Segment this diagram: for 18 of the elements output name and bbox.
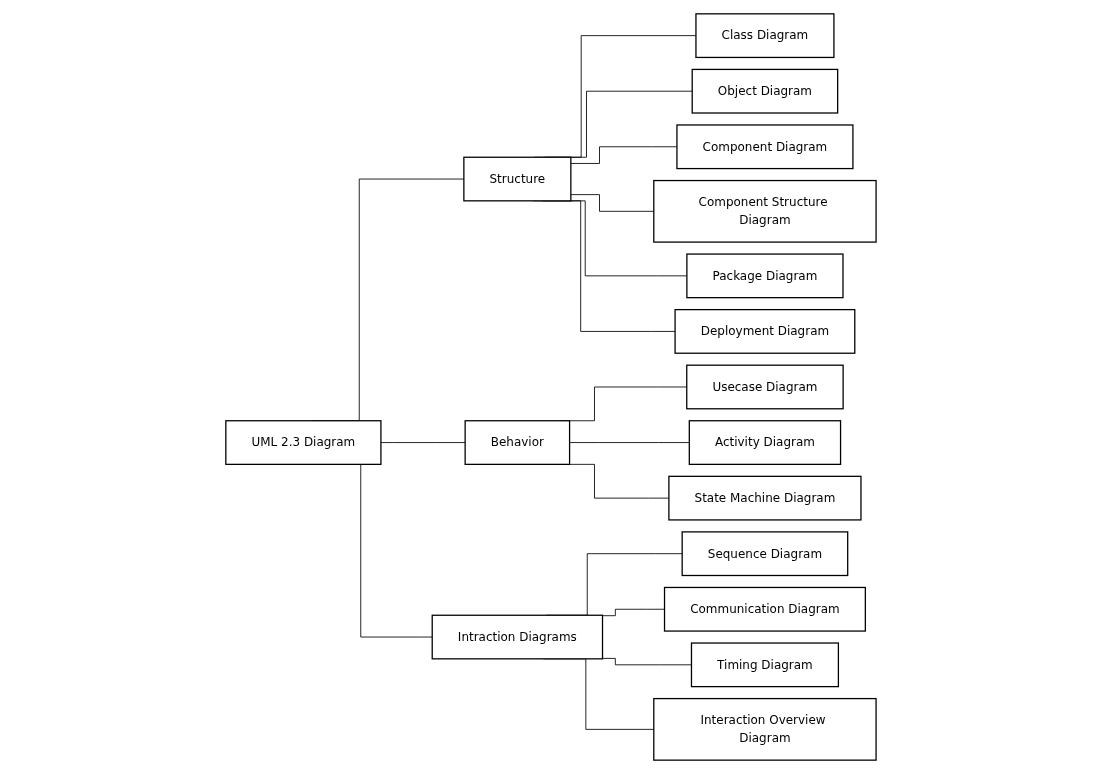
node-box: Interaction Overview Diagram	[652, 697, 877, 761]
node-box: Intraction Diagrams	[431, 614, 603, 659]
node-box: UML 2.3 Diagram	[224, 419, 382, 465]
node-box: Package Diagram	[685, 252, 844, 298]
node-box: Activity Diagram	[688, 419, 841, 465]
node-box: Sequence Diagram	[681, 530, 848, 576]
node-box: Deployment Diagram	[674, 308, 855, 354]
node-box: State Machine Diagram	[667, 475, 862, 521]
node-box: Structure	[462, 156, 572, 201]
node-box: Behavior	[464, 419, 570, 465]
node-box: Timing Diagram	[690, 641, 839, 687]
node-box: Class Diagram	[694, 12, 835, 58]
node-box: Component Diagram	[675, 123, 854, 169]
node-box: Component Structure Diagram	[652, 179, 877, 243]
node-box: Object Diagram	[691, 68, 838, 114]
node-box: Usecase Diagram	[685, 364, 844, 409]
node-box: Communication Diagram	[663, 586, 866, 632]
connector	[601, 657, 692, 665]
